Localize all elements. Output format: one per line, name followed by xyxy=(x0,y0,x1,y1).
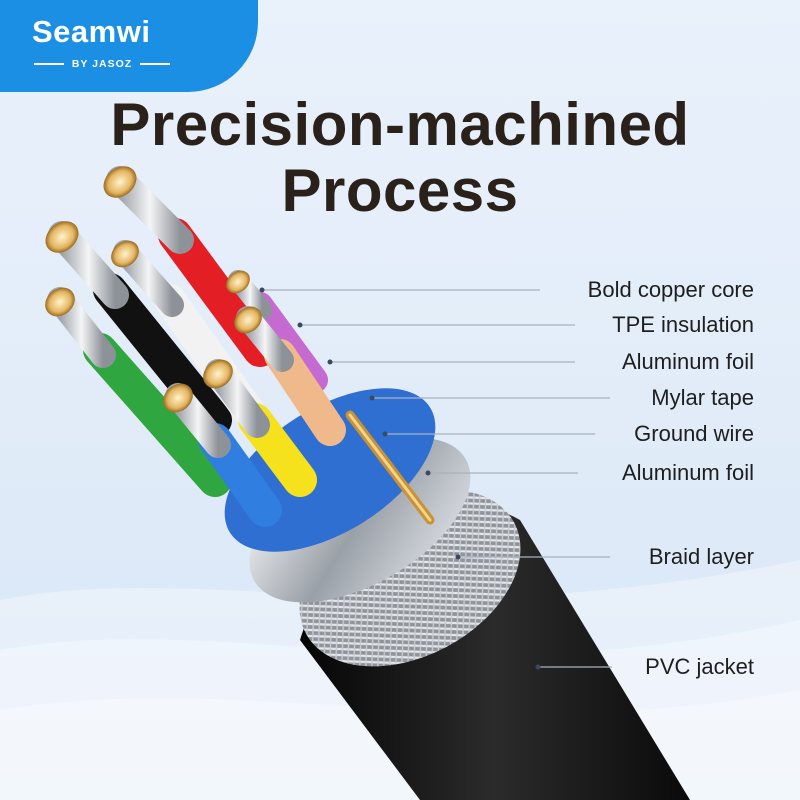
brand-badge: Seamwi BY JASOZ xyxy=(0,0,258,92)
title-line-1: Precision-machined xyxy=(110,91,690,158)
label-braid-layer: Braid layer xyxy=(648,544,754,569)
conductor-green xyxy=(45,287,232,497)
label-mylar-tape: Mylar tape xyxy=(651,385,754,410)
brand-subtitle: BY JASOZ xyxy=(34,58,171,70)
label-ground-wire: Ground wire xyxy=(634,421,754,446)
title-line-2: Process xyxy=(281,157,519,224)
divider xyxy=(140,63,171,65)
label-bold-copper-core: Bold copper core xyxy=(587,277,754,302)
label-pvc-jacket: PVC jacket xyxy=(645,654,754,679)
conductor-peach xyxy=(234,306,346,446)
label-aluminum-foil-outer: Aluminum foil xyxy=(621,460,754,485)
page-title: Precision-machined Process xyxy=(0,92,800,224)
divider xyxy=(34,63,64,65)
conductor-blue xyxy=(163,383,282,527)
brand-subtitle-text: BY JASOZ xyxy=(71,58,133,70)
label-aluminum-foil-inner: Aluminum foil xyxy=(621,349,754,374)
brand-name: Seamwi xyxy=(32,14,151,49)
conductor-yellow xyxy=(203,359,317,497)
leader-lines xyxy=(262,289,612,668)
conductor-black xyxy=(45,221,232,437)
leader-dots xyxy=(259,287,541,670)
label-tpe-insulation: TPE insulation xyxy=(612,312,754,337)
